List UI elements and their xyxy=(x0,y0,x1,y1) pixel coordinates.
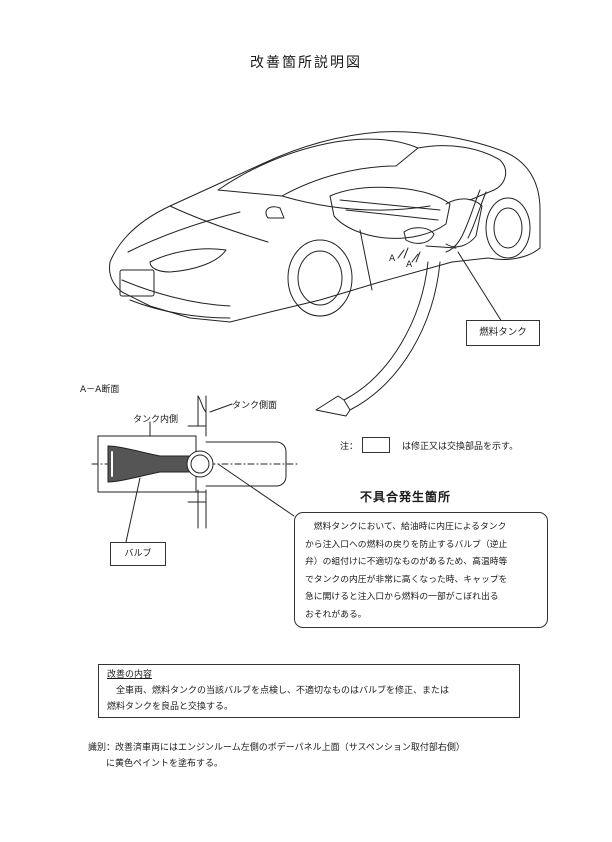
defect-line: 急に開けると注入口から燃料の一部がこぼれ出る xyxy=(305,592,499,603)
section-label: A－A断面 xyxy=(80,385,120,395)
tank-inner-label: タンク内側 xyxy=(133,415,179,425)
fuel-tank-label: 燃料タンク xyxy=(466,320,540,346)
identification-line: に黄色ペイントを塗布する。 xyxy=(88,759,224,769)
section-mark-a-1: A xyxy=(389,254,396,264)
defect-line: 燃料タンクにおいて、給油時に内圧によるタンク xyxy=(313,522,507,532)
note-text: は修正又は交換部品を示す。 xyxy=(402,441,519,452)
legend-note: 注： は修正又は交換部品を示す。 xyxy=(340,437,518,453)
valve-label: バルブ xyxy=(110,542,166,566)
section-arrow xyxy=(315,261,441,417)
section-mark-arrows xyxy=(397,249,419,263)
identification-note: 識別：改善済車両にはエンジンルーム左側のボデーパネル上面（サスペンション取付部右… xyxy=(88,740,465,772)
identification-line: 識別：改善済車両にはエンジンルーム左側のボデーパネル上面（サスペンション取付部右… xyxy=(88,743,465,753)
defect-line: から注入口への燃料の戻りを防止するバルブ（逆止 xyxy=(305,539,508,550)
page-title: 改善箇所説明図 xyxy=(250,55,362,71)
defect-title: 不具合発生箇所 xyxy=(360,490,452,504)
fix-description: 改善の内容 全車両、燃料タンクの当該バルブを点検し、不適切なものはバルブを修正、… xyxy=(98,664,520,718)
fuel-tank-illustration xyxy=(329,186,503,323)
defect-line: おそれがある。 xyxy=(305,609,367,620)
defect-line: 弁）の組付けに不適切なものがあるため、高温時等 xyxy=(305,557,508,568)
legend-sample-box xyxy=(362,437,391,453)
defect-description: 燃料タンクにおいて、給油時に内圧によるタンク から注入口への燃料の戻りを防止する… xyxy=(294,512,548,628)
tank-side-label: タンク側面 xyxy=(232,401,278,411)
defect-line: でタンクの内圧が非常に高くなった時、キャップを xyxy=(305,574,508,585)
note-prefix: 注： xyxy=(340,441,359,452)
section-mark-a-2: A xyxy=(406,260,413,270)
fix-title: 改善の内容 xyxy=(107,670,153,680)
car-illustration xyxy=(109,131,541,323)
fix-line: 燃料タンクを良品と交換する。 xyxy=(107,702,234,712)
fix-line: 全車両、燃料タンクの当該バルブを点検し、不適切なものはバルブを修正、または xyxy=(116,686,450,696)
cross-section-drawing xyxy=(91,395,301,543)
